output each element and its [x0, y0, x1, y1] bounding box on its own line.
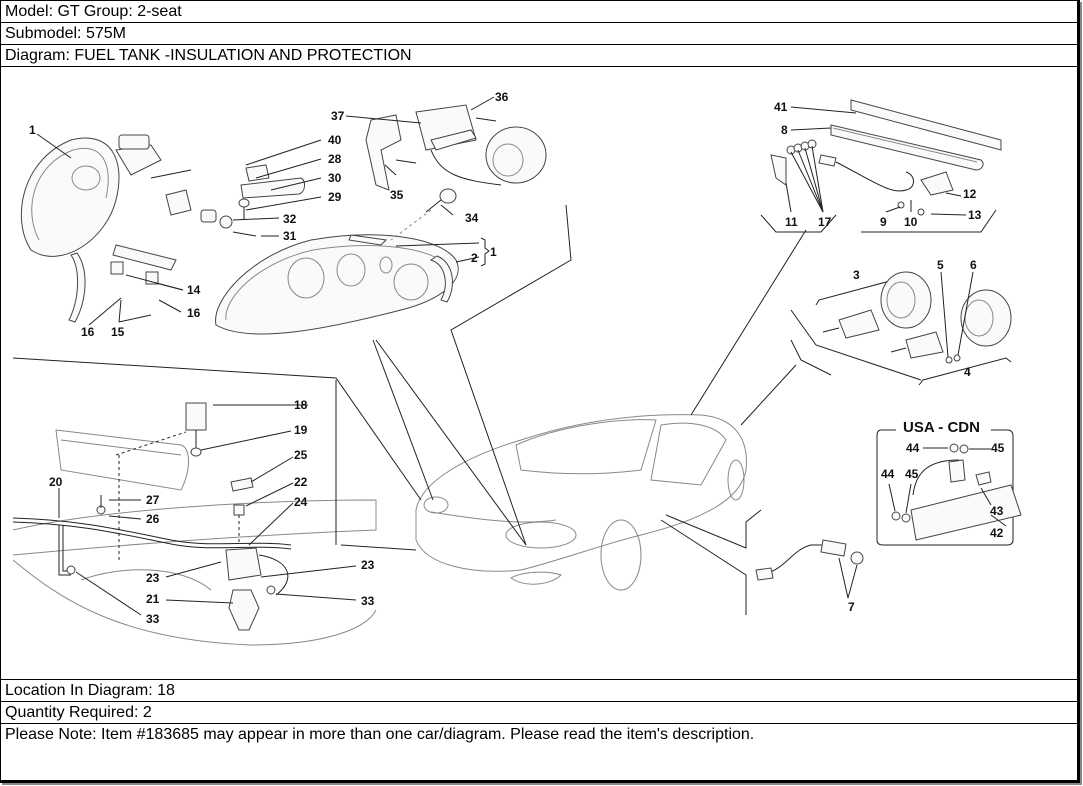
- callout-27: 27: [146, 493, 160, 507]
- callout-4: 4: [964, 365, 971, 379]
- headlight-left-exploded: [20, 134, 305, 323]
- callout-45-left: 45: [905, 467, 919, 481]
- callout-1-bracket: 1: [490, 245, 497, 259]
- callout-34: 34: [465, 211, 479, 225]
- callout-14: 14: [187, 283, 201, 297]
- callout-13: 13: [968, 208, 982, 222]
- callout-29: 29: [328, 190, 342, 204]
- callout-23-left: 23: [146, 571, 160, 585]
- callout-9: 9: [880, 215, 887, 229]
- callout-30: 30: [328, 171, 342, 185]
- callout-26: 26: [146, 512, 160, 526]
- callout-6: 6: [970, 258, 977, 272]
- callout-12: 12: [963, 187, 977, 201]
- callout-2: 2: [471, 251, 478, 265]
- fog-lamps-exploded: [790, 271, 1012, 386]
- headlight-right-housing: [215, 234, 490, 335]
- note-row: Please Note: Item #183685 may appear in …: [5, 726, 755, 743]
- parts-diagram: 1 1 2 3 4 5 6 7 8 9 10 11 12 13 14 15 16…: [1, 67, 1077, 680]
- callout-10: 10: [904, 215, 918, 229]
- usa-cdn-inset: [876, 429, 1022, 546]
- leveling-motor-exploded: [345, 96, 547, 241]
- inset-title: USA - CDN: [903, 419, 980, 436]
- headlight-left-leaders: [36, 133, 322, 326]
- callout-42: 42: [990, 526, 1004, 540]
- diagram-title-row: Diagram: FUEL TANK -INSULATION AND PROTE…: [1, 45, 1077, 67]
- callout-31: 31: [283, 229, 297, 243]
- callout-7: 7: [848, 600, 855, 614]
- callout-8: 8: [781, 123, 788, 137]
- callout-1: 1: [29, 123, 36, 137]
- callout-5: 5: [937, 258, 944, 272]
- callout-16-right: 16: [187, 306, 201, 320]
- callout-44-left: 44: [881, 467, 895, 481]
- quantity-row: Quantity Required: 2: [1, 702, 1077, 724]
- callout-3: 3: [853, 268, 860, 282]
- callout-40: 40: [328, 133, 342, 147]
- callout-24: 24: [294, 495, 308, 509]
- callout-33-left: 33: [146, 612, 160, 626]
- callout-36: 36: [495, 90, 509, 104]
- callout-35: 35: [390, 188, 404, 202]
- callout-19: 19: [294, 423, 308, 437]
- callout-17: 17: [818, 215, 832, 229]
- diagram-canvas: 1 1 2 3 4 5 6 7 8 9 10 11 12 13 14 15 16…: [12, 90, 1022, 646]
- callout-15: 15: [111, 325, 125, 339]
- callout-25: 25: [294, 448, 308, 462]
- car-outline: [12, 204, 807, 615]
- callout-21: 21: [146, 592, 160, 606]
- callout-18: 18: [294, 398, 308, 412]
- washer-system-exploded: [12, 402, 377, 646]
- callout-22: 22: [294, 475, 308, 489]
- third-brake-light-exploded: [760, 99, 1002, 233]
- callout-16-left: 16: [81, 325, 95, 339]
- callout-11: 11: [785, 215, 798, 229]
- location-row: Location In Diagram: 18: [1, 680, 1077, 702]
- callout-32: 32: [283, 212, 297, 226]
- callout-33-right: 33: [361, 594, 375, 608]
- callout-37: 37: [331, 109, 345, 123]
- callout-41: 41: [774, 100, 788, 114]
- callout-45-top: 45: [991, 441, 1005, 455]
- callout-20: 20: [49, 475, 63, 489]
- model-row: Model: GT Group: 2-seat: [1, 0, 1077, 23]
- callout-23-right: 23: [361, 558, 375, 572]
- callout-44-top: 44: [906, 441, 920, 455]
- marker-lamp-exploded: [755, 539, 864, 599]
- submodel-row: Submodel: 575M: [1, 23, 1077, 45]
- callout-43: 43: [990, 504, 1004, 518]
- callout-28: 28: [328, 152, 342, 166]
